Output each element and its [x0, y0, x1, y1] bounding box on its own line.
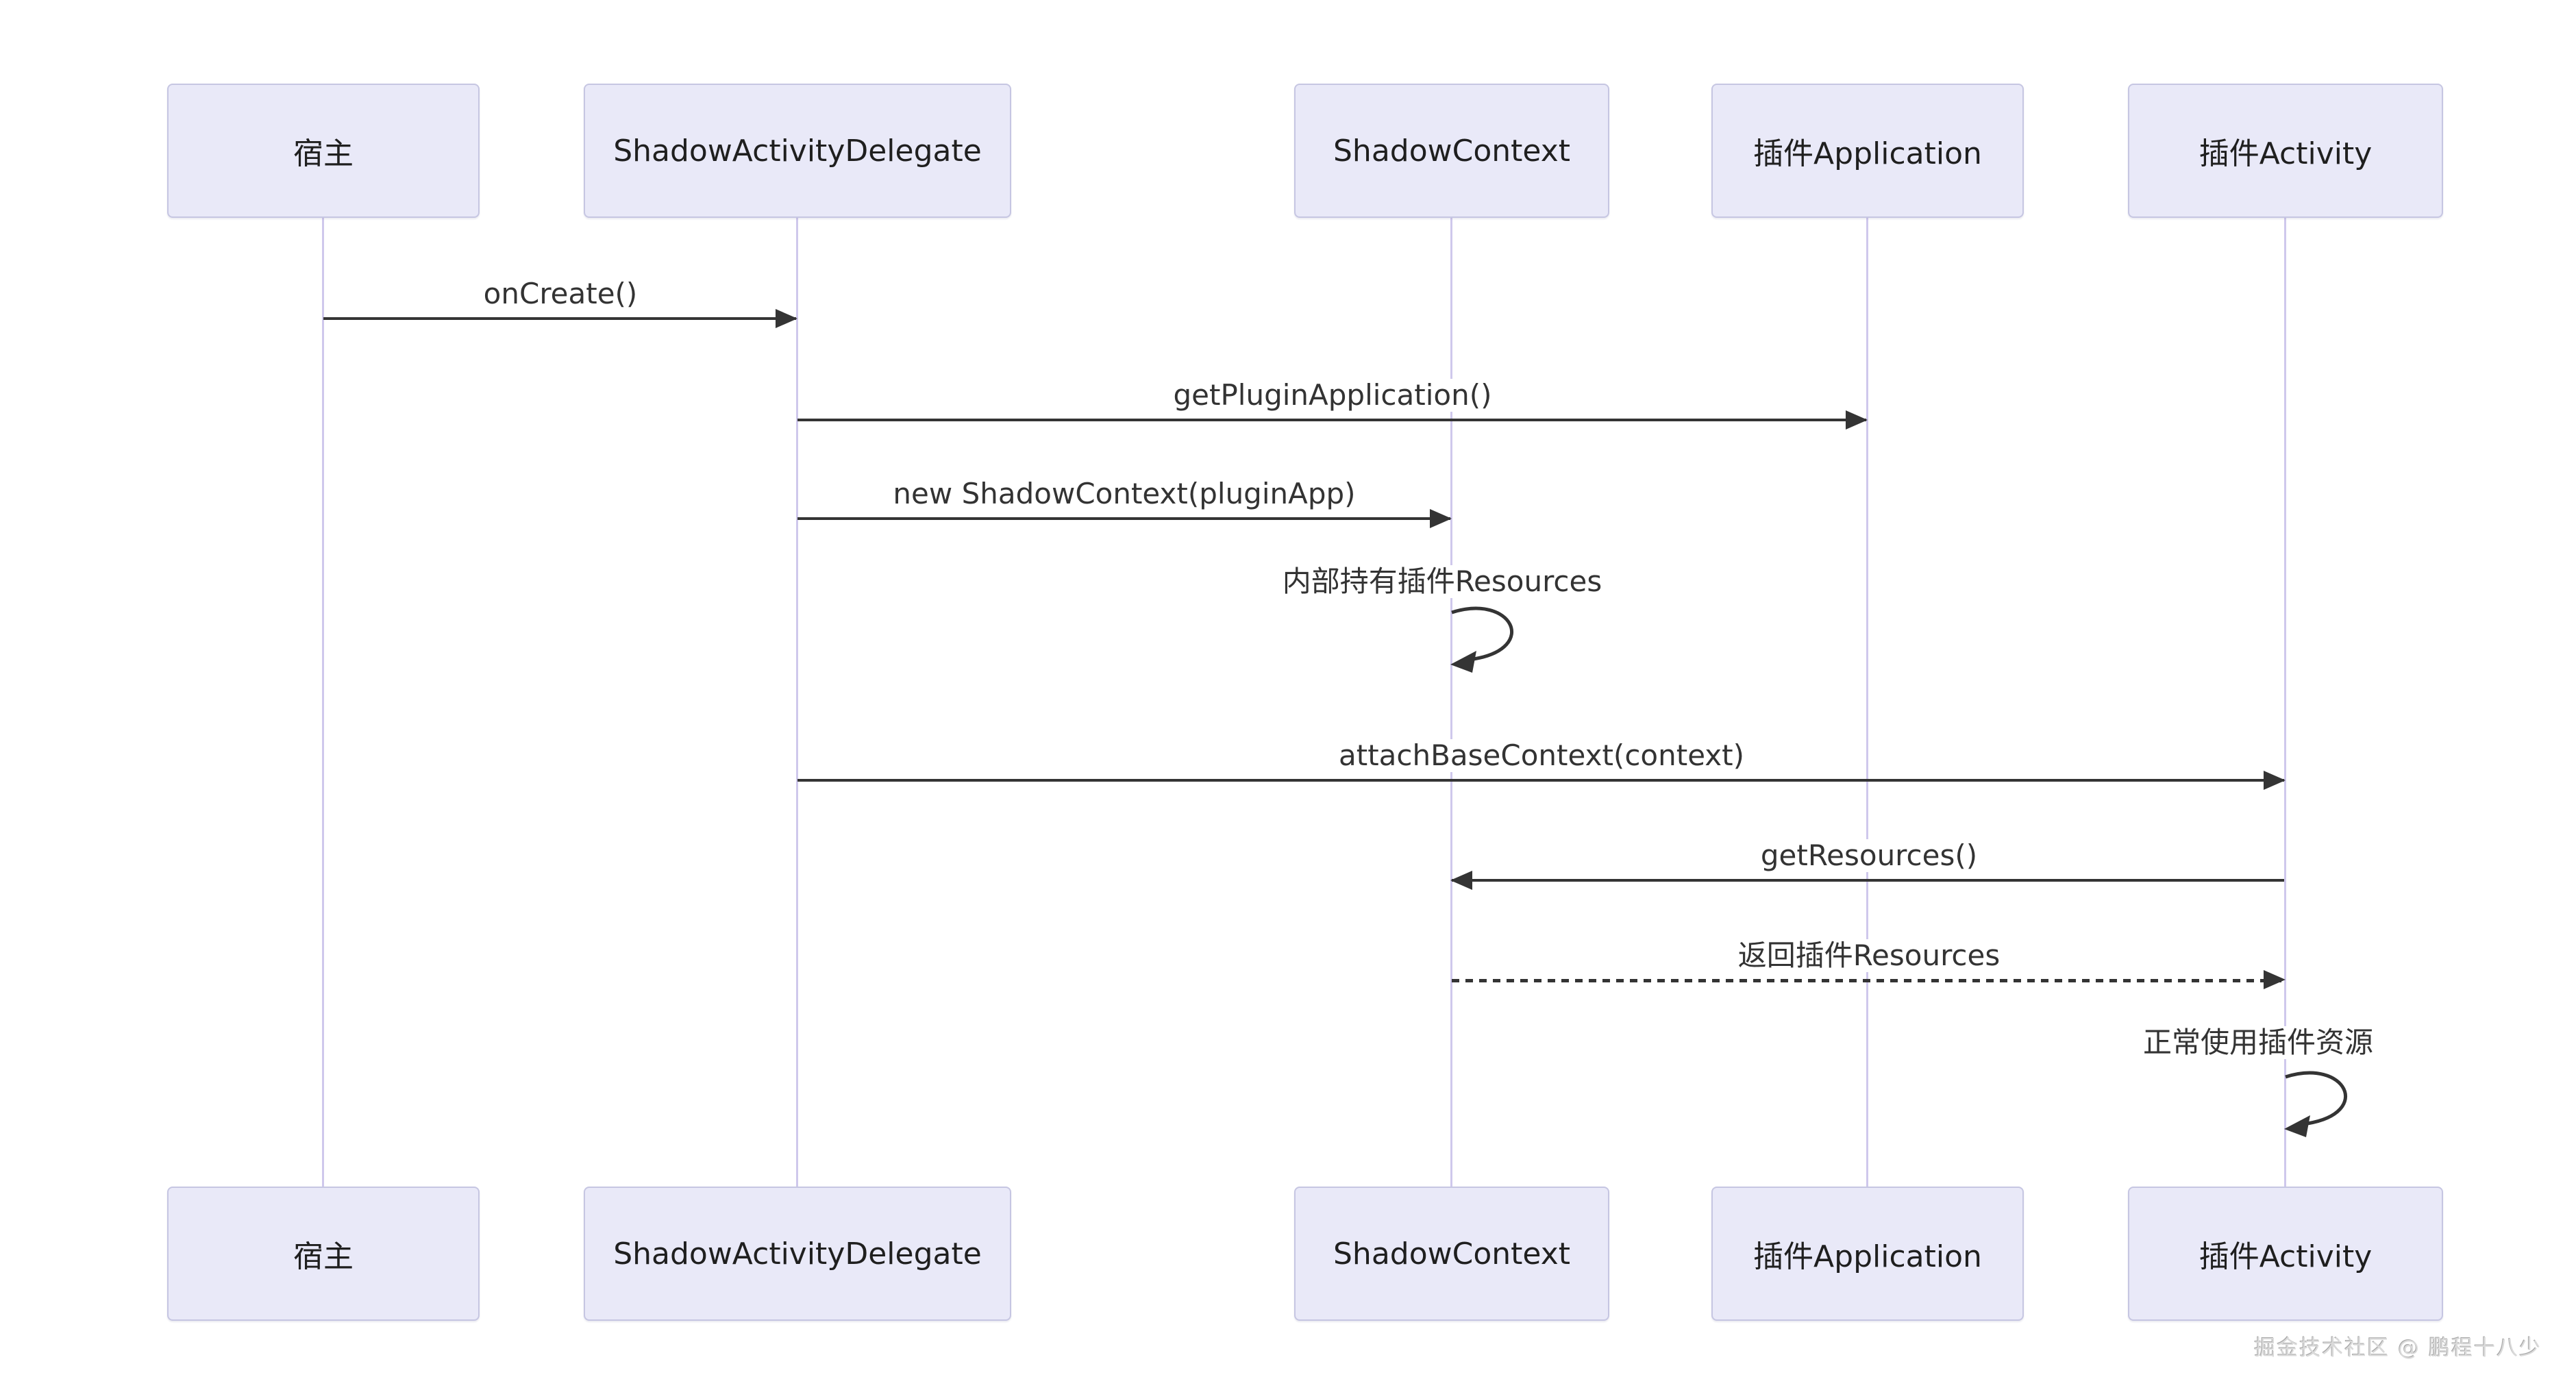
- actor-label: ShadowActivityDelegate: [613, 133, 982, 169]
- actor-label: 插件Activity: [2199, 136, 2373, 171]
- message-label-use-plugin-resources: 正常使用插件资源: [2137, 1026, 2379, 1059]
- actor-box-plugin-activity-top: 插件Activity: [2128, 84, 2443, 218]
- actor-box-host-top: 宿主: [167, 84, 480, 218]
- message-label-return-plugin-resources: 返回插件Resources: [1732, 939, 2006, 972]
- self-loop-arrow-icon: [1450, 606, 1514, 673]
- message-arrow-return-plugin-resources: [1452, 970, 2286, 989]
- actor-label: ShadowContext: [1333, 133, 1570, 169]
- actor-label: 宿主: [293, 1239, 354, 1274]
- actor-label: 插件Application: [1753, 136, 1982, 171]
- message-arrow-attachbasecontext: [797, 771, 2286, 790]
- watermark: 掘金技术社区 @ 鹏程十八少: [2254, 1336, 2542, 1361]
- actor-box-shadow-context-top: ShadowContext: [1294, 84, 1609, 218]
- lifeline-shadow-context: [1450, 218, 1452, 1187]
- message-arrow-getresources: [1450, 871, 2284, 890]
- actor-box-plugin-application-top: 插件Application: [1711, 84, 2024, 218]
- actor-box-plugin-activity-bottom: 插件Activity: [2128, 1187, 2443, 1321]
- actor-label: 插件Activity: [2199, 1239, 2373, 1274]
- message-label-getpluginapplication: getPluginApplication(): [1167, 379, 1498, 412]
- actor-box-shadow-context-bottom: ShadowContext: [1294, 1187, 1609, 1321]
- message-label-getresources: getResources(): [1755, 839, 1983, 872]
- message-label-attachbasecontext: attachBaseContext(context): [1333, 739, 1750, 772]
- message-label-hold-plugin-resources: 内部持有插件Resources: [1276, 565, 1608, 598]
- lifeline-host: [322, 218, 324, 1187]
- actor-label: 宿主: [293, 136, 354, 171]
- actor-label: 插件Application: [1753, 1239, 1982, 1274]
- lifeline-shadow-activity-delegate: [796, 218, 798, 1187]
- actor-box-host-bottom: 宿主: [167, 1187, 480, 1321]
- message-label-new-shadowcontext: new ShadowContext(pluginApp): [887, 477, 1361, 510]
- self-loop-arrow-icon: [2284, 1071, 2348, 1137]
- message-label-oncreate: onCreate(): [478, 277, 643, 310]
- lifeline-plugin-activity: [2284, 218, 2286, 1187]
- lifeline-plugin-application: [1866, 218, 1868, 1187]
- actor-label: ShadowActivityDelegate: [613, 1236, 982, 1271]
- actor-label: ShadowContext: [1333, 1236, 1570, 1271]
- message-arrow-new-shadowcontext: [797, 509, 1452, 528]
- actor-box-shadow-activity-delegate-bottom: ShadowActivityDelegate: [584, 1187, 1011, 1321]
- actor-box-plugin-application-bottom: 插件Application: [1711, 1187, 2024, 1321]
- actor-box-shadow-activity-delegate-top: ShadowActivityDelegate: [584, 84, 1011, 218]
- message-arrow-oncreate: [323, 309, 797, 328]
- message-arrow-getpluginapplication: [797, 410, 1868, 430]
